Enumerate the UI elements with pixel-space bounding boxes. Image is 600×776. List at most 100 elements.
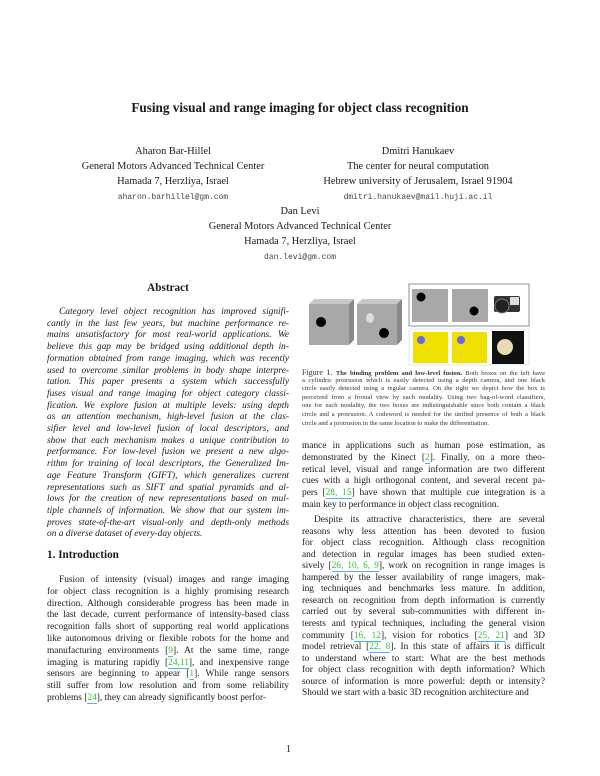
text-line: fication. We explore fusion at multiple … (47, 400, 289, 411)
text-line: manufacturing environments [9]. At the s… (47, 645, 290, 657)
caption-text: circle and a protrusion. A codeword is n… (302, 411, 545, 418)
figure-1-image (309, 283, 530, 366)
text-line: model retrieval [22, 8]. In this state o… (302, 642, 546, 654)
depth-view-2 (452, 332, 487, 363)
text-line: for object class recognition with depth … (302, 665, 545, 676)
text-line: performance. For low-level fusion we pre… (47, 447, 289, 458)
caption-text: one for each modality, the two boxes are… (302, 402, 545, 410)
text-line: Should we start with a basic 3D recognit… (302, 688, 529, 699)
author-email[interactable]: aharon.barhillel@gm.com (117, 192, 229, 202)
text-line: lows for the creation of new representat… (47, 494, 289, 505)
citation-link[interactable]: [22, 8] (366, 642, 394, 654)
caption-line: circle and a protrusion in the same loca… (302, 420, 545, 427)
text-line: imaging is maturing rapidly [24,11], and… (47, 657, 289, 669)
text-line: cantly in the last few years, but machin… (47, 318, 289, 329)
page-number: 1 (286, 744, 291, 755)
text-line: on a diverse dataset of every-day object… (47, 529, 203, 540)
author-affiliation: General Motors Advanced Technical Center (81, 161, 265, 173)
author-affiliation: General Motors Advanced Technical Center (208, 221, 392, 233)
text-line: for object class recognition. Although c… (302, 538, 545, 549)
text-line: recognition falls short of supporting re… (47, 622, 289, 633)
box-right (357, 299, 402, 345)
text-line: and detection in regular images has been… (302, 549, 545, 560)
text-line: ing techniques and benchmarks less matur… (302, 584, 545, 595)
citation-link[interactable]: [25, 21] (474, 630, 508, 642)
text-line: carried out by several sub-communities w… (302, 607, 545, 618)
figure-1 (302, 282, 547, 366)
text-line: Despite its attractive characteristics, … (314, 515, 545, 525)
author-address: Hamada 7, Herzliya, Israel (244, 236, 356, 248)
text-line: community [16, 12], vision for robotics … (302, 630, 546, 642)
citation-link[interactable]: [28, 15] (322, 488, 355, 500)
author-block: Aharon Bar-Hillel General Motors Advance… (23, 144, 323, 205)
text-line: main key to performance in object class … (302, 500, 499, 510)
author-email[interactable]: dan.levi@gm.com (263, 252, 336, 262)
text-line: Fusion of intensity (visual) images and … (59, 575, 289, 585)
text-line: to understand where to start: What are t… (302, 653, 545, 664)
caption-text: a cylindric protrusion which is easily d… (302, 376, 545, 384)
citation-link[interactable]: [9] (165, 645, 177, 657)
text-line: mains unsatisfactory for most real-world… (47, 330, 289, 341)
box-left (309, 299, 354, 345)
caption-text: circle easily detected using a regular c… (302, 385, 545, 393)
author-block: Dan Levi General Motors Advanced Technic… (150, 204, 450, 265)
figure-caption-title: The binding problem and low-level fusion… (335, 370, 466, 377)
text-line: for object class recognition is a highly… (47, 586, 289, 597)
text-line: problems [24], they can already signific… (47, 693, 267, 704)
citation-link[interactable]: [16, 12] (350, 630, 385, 642)
citation-link[interactable]: [24] (84, 693, 100, 704)
text-line: terests and typical techniques, includin… (302, 618, 545, 629)
caption-line: circle easily detected using a regular c… (302, 385, 545, 392)
author-address: Hamada 7, Herzliya, Israel (117, 176, 229, 188)
text-line: believe this gap may be bridged using ad… (47, 342, 289, 353)
author-name: Dmitri Hanukaev (381, 146, 455, 157)
text-line: reasons why less attention has been devo… (302, 526, 545, 537)
text-line: mance in applications such as human pose… (302, 441, 545, 451)
caption-line: one for each modality, the two boxes are… (302, 402, 545, 409)
text-line: fuses visual and range imaging for objec… (47, 388, 289, 399)
author-block: Dmitri Hanukaev The center for neural co… (268, 144, 568, 205)
text-line: direction. Although considerable progres… (47, 598, 289, 609)
text-line: proves state-of-the-art visual-only and … (47, 517, 289, 528)
paper-title: Fusing visual and range imaging for obje… (131, 100, 469, 115)
caption-text: perceived from a frontal view by each mo… (302, 393, 545, 401)
text-line: show that each mechanism makes a unique … (47, 435, 289, 446)
depth-view-1 (413, 332, 448, 363)
caption-line: perceived from a frontal view by each mo… (302, 394, 545, 401)
text-line: demonstrated by the Kinect [2]. Finally,… (302, 452, 545, 464)
author-affiliation: The center for neural computation (347, 161, 489, 173)
text-line: sifier level and low-level fusion of loc… (47, 424, 289, 434)
author-name: Aharon Bar-Hillel (135, 146, 211, 157)
caption-text: circle and a protrusion in the same loca… (302, 419, 490, 427)
text-line: as an attention mechanism, high-level fu… (47, 412, 289, 423)
text-line: source of information is more powerful: … (302, 676, 545, 687)
author-email[interactable]: dmitri.hanukaev@mail.huji.ac.il (343, 192, 493, 202)
text-line: like autonomous driving or flexible robo… (47, 634, 289, 644)
caption-line: Figure 1. The binding problem and low-le… (302, 368, 545, 377)
abstract-heading: Abstract (147, 282, 189, 294)
text-line: research on recognition from depth infor… (302, 595, 545, 606)
text-line: used to overcome similar problems in bod… (47, 365, 289, 376)
citation-link[interactable]: [24,11] (165, 657, 193, 669)
range-sensor-icon (492, 331, 524, 364)
text-line: tation. This paper presents a system whi… (47, 377, 289, 388)
text-line: Category level object recognition has im… (59, 307, 289, 317)
text-line: formation obtained from range imaging, w… (47, 353, 289, 364)
text-line: age Feature Transform (GIFT), which gene… (47, 470, 289, 481)
visual-view-1 (412, 289, 448, 322)
text-line: sively [26, 10, 6, 9], work on recogniti… (302, 561, 545, 573)
author-name: Dan Levi (280, 206, 320, 217)
text-line: representations such as SIFT and spatial… (47, 482, 289, 493)
citation-link[interactable]: [2] (421, 452, 433, 464)
text-line: rithm for training of local descriptors,… (47, 459, 289, 470)
text-line: the last decade, current performance of … (47, 610, 289, 621)
author-address: Hebrew university of Jerusalem, Israel 9… (323, 176, 513, 188)
text-line: retical level, visual and range informat… (302, 464, 545, 475)
text-line: cues with a high orthogonal content, and… (302, 476, 545, 487)
visual-view-2 (452, 289, 488, 322)
text-line: still suffer from low resolution and fro… (47, 681, 289, 692)
text-line: sensors are beginning to appear [1]. Whi… (47, 669, 289, 681)
citation-link[interactable]: [26, 10, 6, 9] (328, 561, 383, 573)
caption-text: Both boxes on the left have (465, 370, 545, 377)
citation-link[interactable]: [1] (186, 669, 198, 681)
